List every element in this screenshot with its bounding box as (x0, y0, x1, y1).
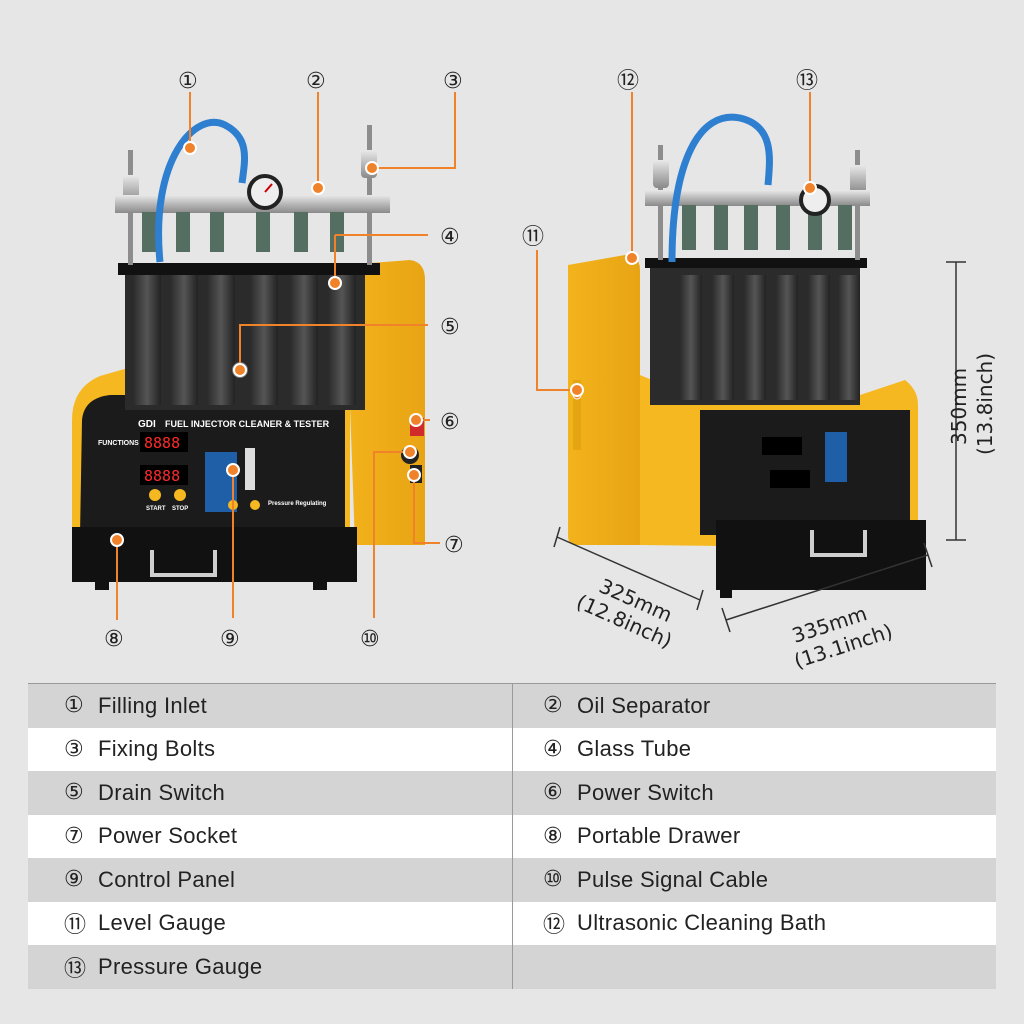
callout-8: ⑧ (104, 627, 124, 652)
legend-cell (512, 945, 996, 989)
height-inch: (13.8inch) (973, 353, 997, 455)
callout-5: ⑤ (440, 315, 460, 340)
callout-7: ⑦ (444, 533, 464, 558)
callout-13: ⑬ (796, 69, 818, 94)
callout-10: ⑩ (360, 627, 380, 652)
callout-12: ⑫ (617, 69, 639, 94)
legend-label: Portable Drawer (577, 823, 741, 849)
legend-label: Pressure Gauge (98, 953, 263, 979)
legend-label: Filling Inlet (98, 692, 208, 718)
legend-label: Oil Separator (577, 692, 711, 718)
dimension-lines (553, 261, 966, 633)
product-diagram: GDI FUEL INJECTOR CLEANER & TESTER FUNCT… (72, 69, 997, 673)
side-view-machine (568, 113, 926, 598)
callout-9: ⑨ (220, 627, 240, 652)
callout-11: ⑪ (522, 225, 544, 250)
callout-1: ① (178, 69, 198, 94)
legend-label: Power Socket (98, 823, 238, 849)
front-view-machine: GDI FUEL INJECTOR CLEANER & TESTER FUNCT… (72, 118, 425, 590)
callouts (116, 92, 811, 620)
callout-6: ⑥ (440, 410, 460, 435)
panel-title: FUEL INJECTOR CLEANER & TESTER (165, 419, 330, 429)
legend-label: Power Switch (577, 779, 714, 805)
pressure-regulating-label: Pressure Regulating (268, 501, 327, 507)
start-label: START (146, 506, 166, 512)
legend-label: Fixing Bolts (98, 736, 216, 762)
functions-menu-label: FUNCTIONS MENU (98, 440, 161, 447)
callout-2: ② (306, 69, 326, 94)
readout-top: 8888 (144, 434, 180, 452)
height-mm: 350mm (947, 368, 971, 445)
legend-label: Glass Tube (577, 736, 692, 762)
callout-dots (110, 141, 817, 547)
legend-label: Drain Switch (98, 779, 226, 805)
stop-label: STOP (172, 506, 188, 512)
legend-label: Pulse Signal Cable (577, 866, 769, 892)
callout-numbers: ① ② ③ ④ ⑤ ⑥ ⑦ ⑧ ⑨ ⑩ ⑪ ⑫ ⑬ (104, 69, 818, 652)
panel-title-brand: GDI (138, 419, 156, 430)
legend-label: Control Panel (98, 866, 236, 892)
glass-tubes-side (680, 275, 860, 400)
callout-3: ③ (443, 69, 463, 94)
legend-label: Level Gauge (98, 910, 227, 936)
legend-label: Ultrasonic Cleaning Bath (577, 910, 827, 936)
callout-4: ④ (440, 225, 460, 250)
readout-bottom: 8888 (144, 467, 180, 485)
glass-tubes (133, 275, 356, 405)
